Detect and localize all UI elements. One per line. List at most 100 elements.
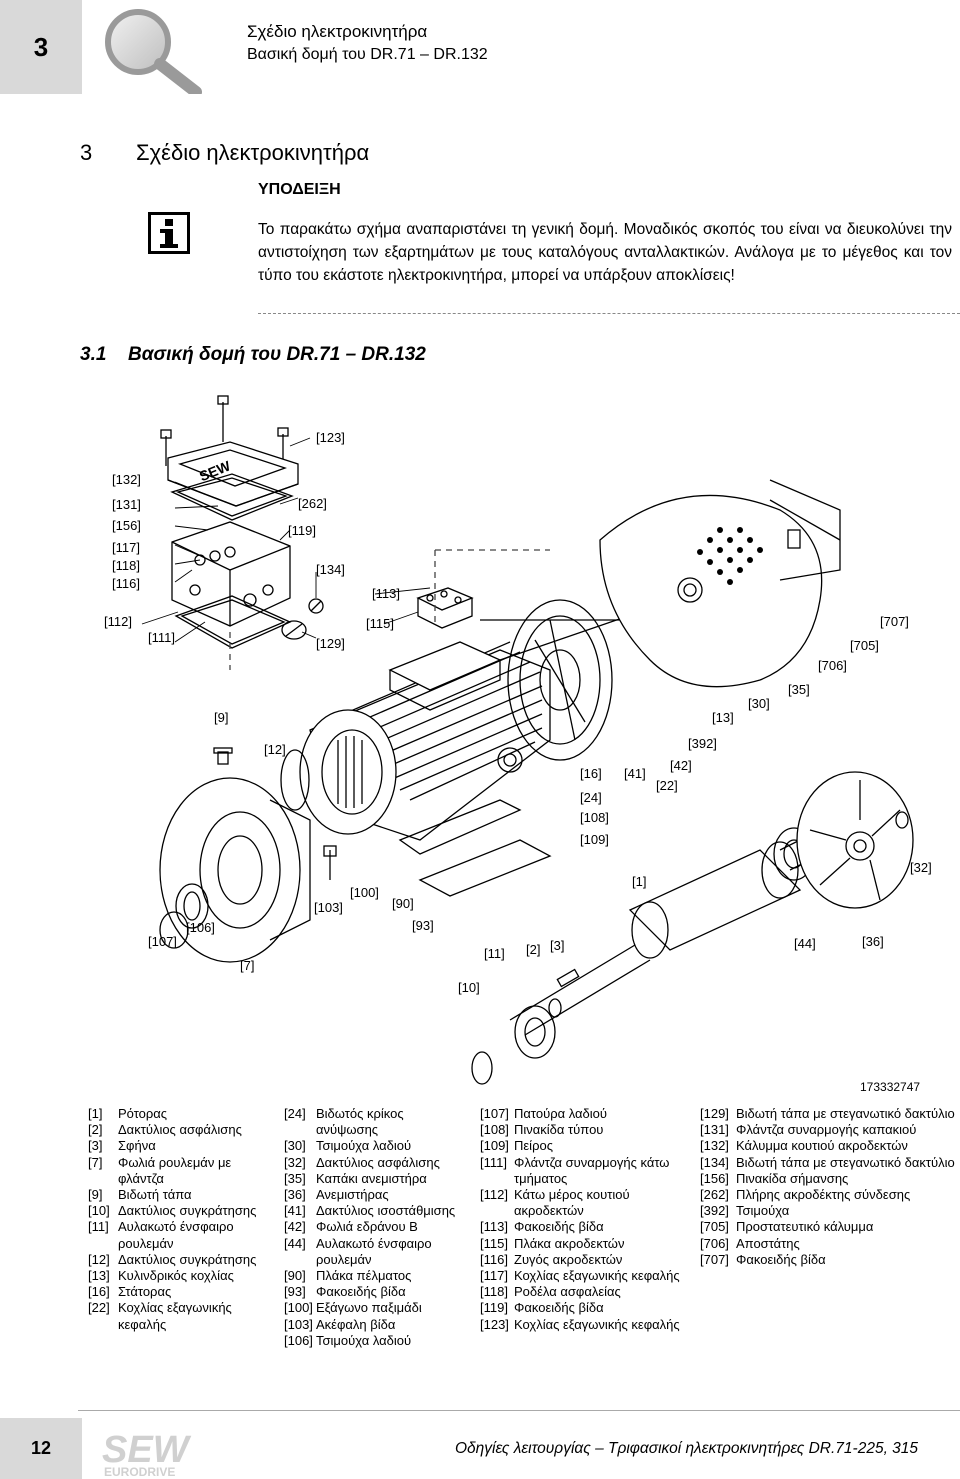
- legend-description: Δακτύλιος ισοστάθμισης: [316, 1203, 456, 1219]
- legend-code: [113]: [480, 1219, 508, 1235]
- legend-description: Φακοειδής βίδα: [514, 1219, 604, 1235]
- callout: [705]: [850, 638, 879, 653]
- legend-column-4: [129]Βιδωτή τάπα με στεγανωτικό δακτύλιο…: [700, 1106, 958, 1268]
- legend-code: [119]: [480, 1300, 508, 1316]
- legend-description: Φακοειδής βίδα: [736, 1251, 826, 1267]
- legend-description: Φλάντζα συναρμογής καπακιού: [736, 1122, 917, 1138]
- legend-description: Δακτύλιος ασφάλισης: [316, 1154, 440, 1170]
- legend-code: [7]: [88, 1154, 103, 1170]
- legend-item: [3]Σφήνα: [88, 1138, 266, 1154]
- legend-item: [90]Πλάκα πέλματος: [284, 1268, 464, 1284]
- callout: [113]: [372, 586, 400, 601]
- callout: [108]: [580, 810, 609, 825]
- callout: [134]: [316, 562, 345, 577]
- legend-item: [111] Φλάντζα συναρμογής κάτω τμήματος: [480, 1155, 680, 1187]
- sew-eurodrive-logo: SEW EURODRIVE: [102, 1429, 192, 1478]
- legend-item: [12]Δακτύλιος συγκράτησης: [88, 1252, 266, 1268]
- legend-item: [44]Αυλακωτό ένσφαιρο ρουλεμάν: [284, 1236, 464, 1268]
- legend-code: [100]: [284, 1300, 313, 1316]
- page-number: 12: [30, 1438, 52, 1458]
- legend-item: [41]Δακτύλιος ισοστάθμισης: [284, 1203, 464, 1219]
- legend-code: [117]: [480, 1268, 508, 1284]
- legend-item: [113] Φακοειδής βίδα: [480, 1219, 680, 1235]
- legend-code: [1]: [88, 1106, 103, 1121]
- legend-description: Ζυγός ακροδεκτών: [514, 1251, 623, 1267]
- callout: [22]: [656, 778, 678, 793]
- legend-description: Φωλιά ρουλεμάν με φλάντζα: [118, 1154, 232, 1186]
- legend-item: [131]Φλάντζα συναρμογής καπακιού: [700, 1122, 958, 1138]
- legend-description: Προστατευτικό κάλυμμα: [736, 1219, 874, 1235]
- legend-description: Πλάκα πέλματος: [316, 1268, 412, 1284]
- legend-code: [32]: [284, 1154, 306, 1170]
- legend-description: Βιδωτός κρίκος ανύψωσης: [316, 1106, 404, 1138]
- legend-code: [103]: [284, 1316, 313, 1332]
- legend-code: [93]: [284, 1284, 306, 1300]
- logo-text: SEW: [102, 1429, 192, 1471]
- legend-description: Βιδωτή τάπα με στεγανωτικό δακτύλιο: [736, 1106, 955, 1121]
- legend-description: Φωλιά εδράνου B: [316, 1219, 418, 1235]
- callout: [156]: [112, 518, 141, 533]
- legend-code: [9]: [88, 1187, 103, 1203]
- legend-description: Ροδέλα ασφαλείας: [514, 1284, 621, 1300]
- note-text: Το παρακάτω σχήμα αναπαριστάνει τη γενικ…: [258, 221, 952, 284]
- legend-code: [24]: [284, 1106, 306, 1121]
- callout: [392]: [688, 736, 717, 751]
- callout: [42]: [670, 758, 692, 773]
- legend-item: [132]Κάλυμμα κουτιού ακροδεκτών: [700, 1138, 958, 1154]
- legend-code: [707]: [700, 1251, 729, 1267]
- legend-item: [103]Ακέφαλη βίδα: [284, 1317, 464, 1333]
- legend-description: Δακτύλιος συγκράτησης: [118, 1203, 257, 1219]
- legend-description: Ακέφαλη βίδα: [316, 1316, 396, 1332]
- legend-description: Τσιμούχα λαδιού: [316, 1332, 412, 1348]
- legend-description: Καπάκι ανεμιστήρα: [316, 1170, 427, 1186]
- legend-description: Βιδωτή τάπα με στεγανωτικό δακτύλιο: [736, 1154, 955, 1170]
- legend-code: [115]: [480, 1235, 508, 1251]
- header-subtitle: Βασική δομή του DR.71 – DR.132: [247, 46, 488, 63]
- legend-item: [109]Πείρος: [480, 1138, 680, 1154]
- legend-description: Πινακίδα σήμανσης: [736, 1170, 849, 1186]
- legend-code: [118]: [480, 1284, 508, 1300]
- callout: [2]: [526, 942, 541, 957]
- legend-item: [93] Φακοειδής βίδα: [284, 1284, 464, 1300]
- legend-column-3: [107]Πατούρα λαδιού[108]Πινακίδα τύπου[1…: [480, 1106, 680, 1333]
- figure-id: 173332747: [860, 1080, 921, 1094]
- legend-code: [107]: [480, 1106, 509, 1121]
- legend-code: [156]: [700, 1170, 729, 1186]
- callout: [106]: [186, 920, 215, 935]
- legend-description: Αποστάτης: [736, 1235, 800, 1251]
- callout: [30]: [748, 696, 770, 711]
- section-number: 3: [80, 140, 93, 165]
- legend-column-2: [24]Βιδωτός κρίκος ανύψωσης[30]Τσιμούχα …: [284, 1106, 464, 1349]
- legend-description: Κυλινδρικός κοχλίας: [118, 1268, 234, 1284]
- legend-code: [111]: [480, 1154, 507, 1170]
- callout: [707]: [880, 614, 909, 629]
- legend-description: Ρότορας: [118, 1106, 168, 1121]
- legend-item: [32] Δακτύλιος ασφάλισης: [284, 1155, 464, 1171]
- legend-code: [10]: [88, 1203, 110, 1219]
- legend-code: [2]: [88, 1122, 103, 1138]
- legend-item: [42]Φωλιά εδράνου B: [284, 1219, 464, 1235]
- legend-item: [129]Βιδωτή τάπα με στεγανωτικό δακτύλιο: [700, 1106, 958, 1122]
- header-title: Σχέδιο ηλεκτροκινητήρα: [247, 22, 428, 41]
- legend-description: Φακοειδής βίδα: [316, 1284, 406, 1300]
- legend-item: [108]Πινακίδα τύπου: [480, 1122, 680, 1138]
- fan-guard: [599, 494, 823, 688]
- callout: [118]: [112, 558, 140, 573]
- legend-description: Δακτύλιος ασφάλισης: [118, 1122, 242, 1138]
- exploded-motor-diagram: SEW: [80, 380, 960, 1100]
- legend-item: [123]Κοχλίας εξαγωνικής κεφαλής: [480, 1317, 680, 1333]
- legend-item: [262]Πλήρης ακροδέκτης σύνδεσης: [700, 1187, 958, 1203]
- callout: [10]: [458, 980, 480, 995]
- callout: [11]: [484, 946, 505, 961]
- legend-item: [392]Τσιμούχα: [700, 1203, 958, 1219]
- callout: [12]: [264, 742, 286, 757]
- legend-code: [13]: [88, 1268, 110, 1284]
- bearing-end-shield-b: [507, 599, 613, 761]
- callout: [115]: [366, 616, 394, 631]
- legend-item: [706]Αποστάτης: [700, 1236, 958, 1252]
- legend-description: Αυλακωτό ένσφαιρο ρουλεμάν: [316, 1235, 432, 1267]
- stator-housing: [299, 641, 551, 855]
- flange-end-shield: [159, 777, 311, 963]
- legend-description: Φλάντζα συναρμογής κάτω τμήματος: [514, 1154, 670, 1186]
